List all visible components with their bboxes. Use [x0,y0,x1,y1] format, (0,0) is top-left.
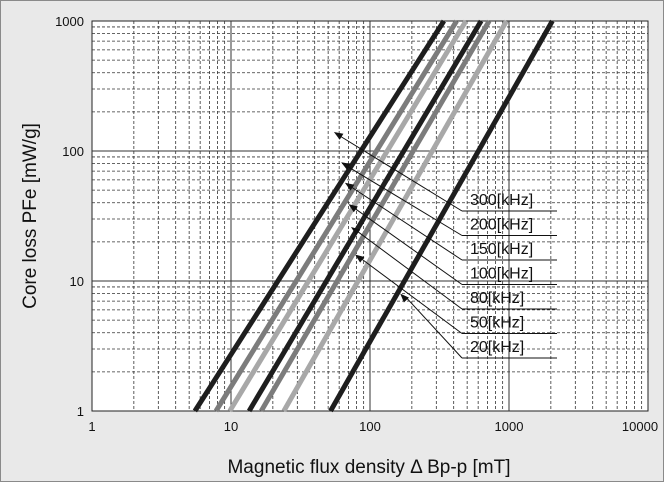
y-tick-label: 100 [62,144,84,159]
series-label: 80[kHz] [470,290,524,307]
leader-arrowhead [351,227,361,236]
y-tick-label: 10 [70,274,84,289]
leader-line [346,165,463,236]
leader-arrowhead [355,254,365,263]
x-tick-label: 100 [359,419,381,434]
series-line-200khz [213,19,459,413]
series-label: 150[kHz] [470,241,533,258]
series-line-20khz [328,19,555,413]
leader-line [360,258,463,334]
series-label: 200[kHz] [470,217,533,234]
x-tick-label: 10 [224,419,238,434]
series-label: 300[kHz] [470,192,533,209]
x-axis-title: Magnetic flux density Δ Bp-p [mT] [227,457,510,478]
series-lines [192,19,555,413]
y-tick-label: 1 [77,404,84,419]
series-labels: 300[kHz] 200[kHz] 150[kHz] 100[kHz] 80[kHz] 5… [333,132,557,359]
y-tick-label: 1000 [55,14,84,29]
leader-arrowhead [348,204,358,213]
leader-line [405,297,463,359]
series-label: 20[kHz] [470,339,524,356]
leader-line [354,207,463,285]
x-tick-label: 1000 [495,419,524,434]
series-line-150khz [227,19,469,413]
x-tick-label: 1 [88,419,95,434]
y-tick-labels: 1 10 100 1000 [55,14,84,419]
leader-arrowhead [333,132,344,140]
grid [92,21,648,411]
x-tick-label: 10000 [622,419,658,434]
leader-line [356,230,463,310]
leader-line [339,135,463,212]
leader-arrowhead [341,162,351,170]
leader-arrowhead [344,182,355,191]
leader-arrowhead [400,293,409,303]
series-line-300khz [192,19,446,413]
series-line-80khz [259,19,492,413]
x-tick-labels: 1 10 100 1000 10000 [88,419,658,434]
series-label: 100[kHz] [470,266,533,283]
leader-line [350,186,463,261]
series-label: 50[kHz] [470,315,524,332]
y-axis-title: Core loss PFe [mW/g] [20,123,41,309]
